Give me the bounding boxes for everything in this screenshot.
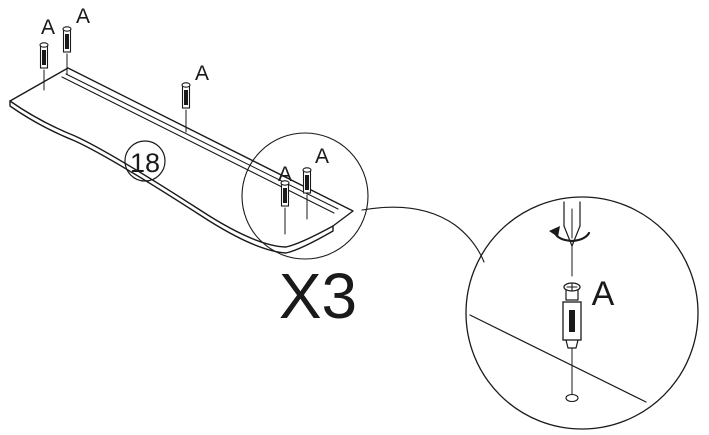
focus-circle xyxy=(241,132,369,260)
bolt-label-3: A xyxy=(195,62,209,85)
detail-view: A xyxy=(465,196,699,430)
cam-bolt-4 xyxy=(280,180,290,235)
cam-bolt-2 xyxy=(62,26,72,75)
board-panel xyxy=(9,67,354,254)
part-number: 18 xyxy=(130,148,160,178)
bolt-label-2: A xyxy=(76,5,90,28)
cam-bolt-3 xyxy=(181,82,191,133)
rotate-clockwise-icon xyxy=(549,226,591,243)
bolt-label-5: A xyxy=(315,145,329,168)
cam-bolt-5 xyxy=(302,167,312,220)
detail-bolt-label: A xyxy=(592,275,615,313)
bolt-label-1: A xyxy=(41,16,55,39)
cam-bolt-1 xyxy=(39,42,49,91)
part-number-badge: 18 xyxy=(124,140,166,182)
detail-connector xyxy=(361,206,485,263)
detail-cam-bolt xyxy=(562,282,582,349)
quantity-label: X3 xyxy=(279,260,357,332)
screwdriver xyxy=(563,201,581,277)
drill-hole xyxy=(565,393,579,403)
bolt-label-4: A xyxy=(278,163,292,186)
